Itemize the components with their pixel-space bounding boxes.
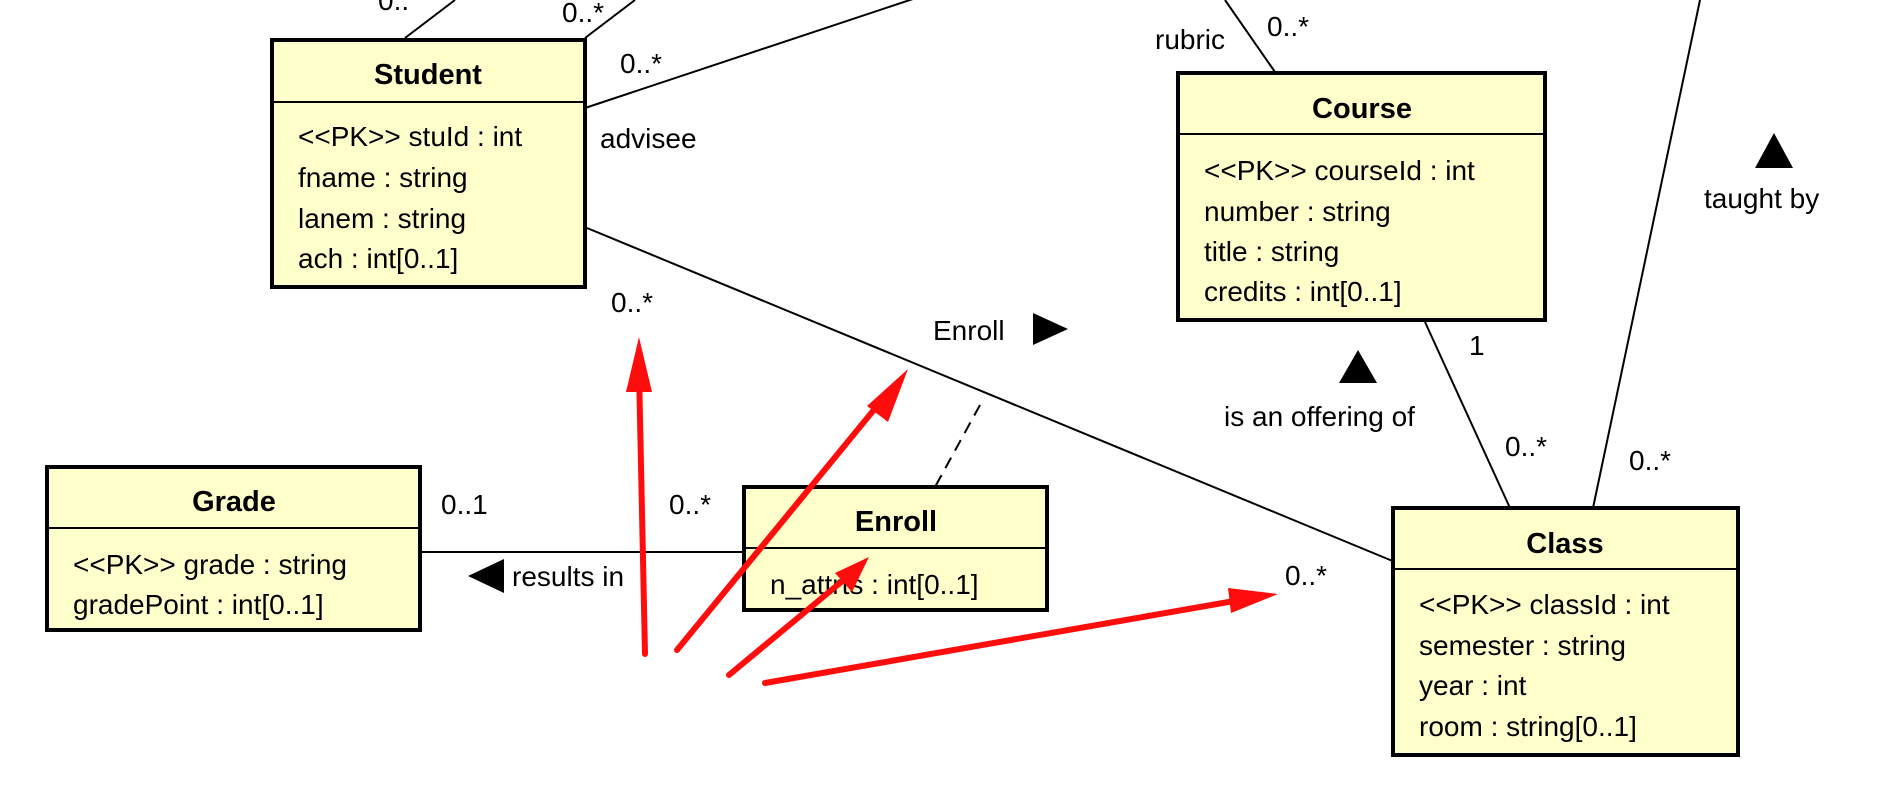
results-in-label: results in: [512, 561, 624, 592]
course-offering-multiplicity: 1: [1469, 330, 1485, 361]
class-attribute: gradePoint : int[0..1]: [73, 589, 324, 620]
taught-by-label: taught by: [1704, 183, 1819, 214]
is-an-offering-of-label: is an offering of: [1224, 401, 1415, 432]
class-attribute: lanem : string: [298, 203, 466, 234]
class-name: Class: [1526, 528, 1603, 560]
grade-multiplicity: 0..1: [441, 489, 488, 520]
class-taught-multiplicity: 0..*: [1629, 445, 1671, 476]
class-offering-multiplicity: 0..*: [1505, 431, 1547, 462]
class-attribute: n_attrts : int[0..1]: [770, 569, 979, 600]
rubric-multiplicity: 0..*: [1267, 11, 1309, 42]
taught-by-direction-triangle: [1755, 133, 1793, 168]
red-arrow: [636, 367, 648, 657]
student-enroll-multiplicity: 0..*: [611, 287, 653, 318]
class-attribute: semester : string: [1419, 630, 1626, 661]
class-attribute: number : string: [1204, 196, 1391, 227]
student-top-left-line: [404, 0, 456, 39]
class-attribute: fname : string: [298, 162, 468, 193]
red-arrow: [762, 597, 1243, 686]
class-enroll-multiplicity: 0..*: [1285, 560, 1327, 591]
student-top-left-multiplicity: 0..: [378, 0, 409, 16]
red-arrow-head: [835, 557, 869, 592]
red-arrow-head: [867, 369, 908, 422]
class-course[interactable]: Course <<PK>> courseId : int number : st…: [1176, 71, 1547, 322]
class-attribute: ach : int[0..1]: [298, 243, 458, 274]
class-class[interactable]: Class <<PK>> classId : int semester : st…: [1391, 506, 1740, 757]
class-name: Course: [1312, 93, 1412, 125]
offering-direction-triangle: [1339, 350, 1377, 383]
red-arrow: [674, 397, 885, 653]
class-enroll[interactable]: Enroll n_attrts : int[0..1]: [742, 485, 1049, 612]
annotation-arrows: [626, 337, 1278, 686]
red-arrow-head: [1228, 588, 1278, 613]
enroll-grade-multiplicity: 0..*: [669, 489, 711, 520]
class-attribute: <<PK>> grade : string: [73, 549, 347, 580]
class-attribute: room : string[0..1]: [1419, 711, 1637, 742]
association-labels: 0.. 0..* 0..* advisee rubric 0..* 0..* E…: [378, 0, 1819, 592]
enroll-association-class-link: [934, 404, 981, 488]
enroll-direction-triangle: [1033, 313, 1068, 345]
red-arrow-head: [626, 337, 652, 392]
taught-by-line: [1592, 0, 1701, 509]
course-class-line: [1424, 321, 1511, 509]
class-attribute: credits : int[0..1]: [1204, 276, 1402, 307]
advisee-multiplicity: 0..*: [620, 48, 662, 79]
class-name: Enroll: [855, 506, 937, 538]
advisor-line: [584, 0, 914, 109]
results-in-direction-triangle: [468, 559, 504, 593]
class-student[interactable]: Student <<PK>> stuId : int fname : strin…: [270, 38, 587, 289]
class-name: Student: [374, 59, 482, 91]
class-attribute: <<PK>> courseId : int: [1204, 155, 1475, 186]
rubric-line: [1224, 0, 1276, 73]
class-attribute: <<PK>> stuId : int: [298, 121, 522, 152]
class-attribute: year : int: [1419, 670, 1527, 701]
class-name: Grade: [192, 486, 276, 518]
class-grade[interactable]: Grade <<PK>> grade : string gradePoint :…: [45, 465, 422, 632]
enroll-association-name: Enroll: [933, 315, 1005, 346]
student-top-line: [584, 0, 636, 39]
red-arrow: [726, 575, 849, 678]
advisee-role-label: advisee: [600, 123, 697, 154]
student-top-multiplicity: 0..*: [562, 0, 604, 28]
student-class-enroll-line: [586, 227, 1396, 563]
class-attribute: title : string: [1204, 236, 1339, 267]
rubric-role-label: rubric: [1155, 24, 1225, 55]
associations: [404, 0, 1793, 593]
class-attribute: <<PK>> classId : int: [1419, 589, 1670, 620]
